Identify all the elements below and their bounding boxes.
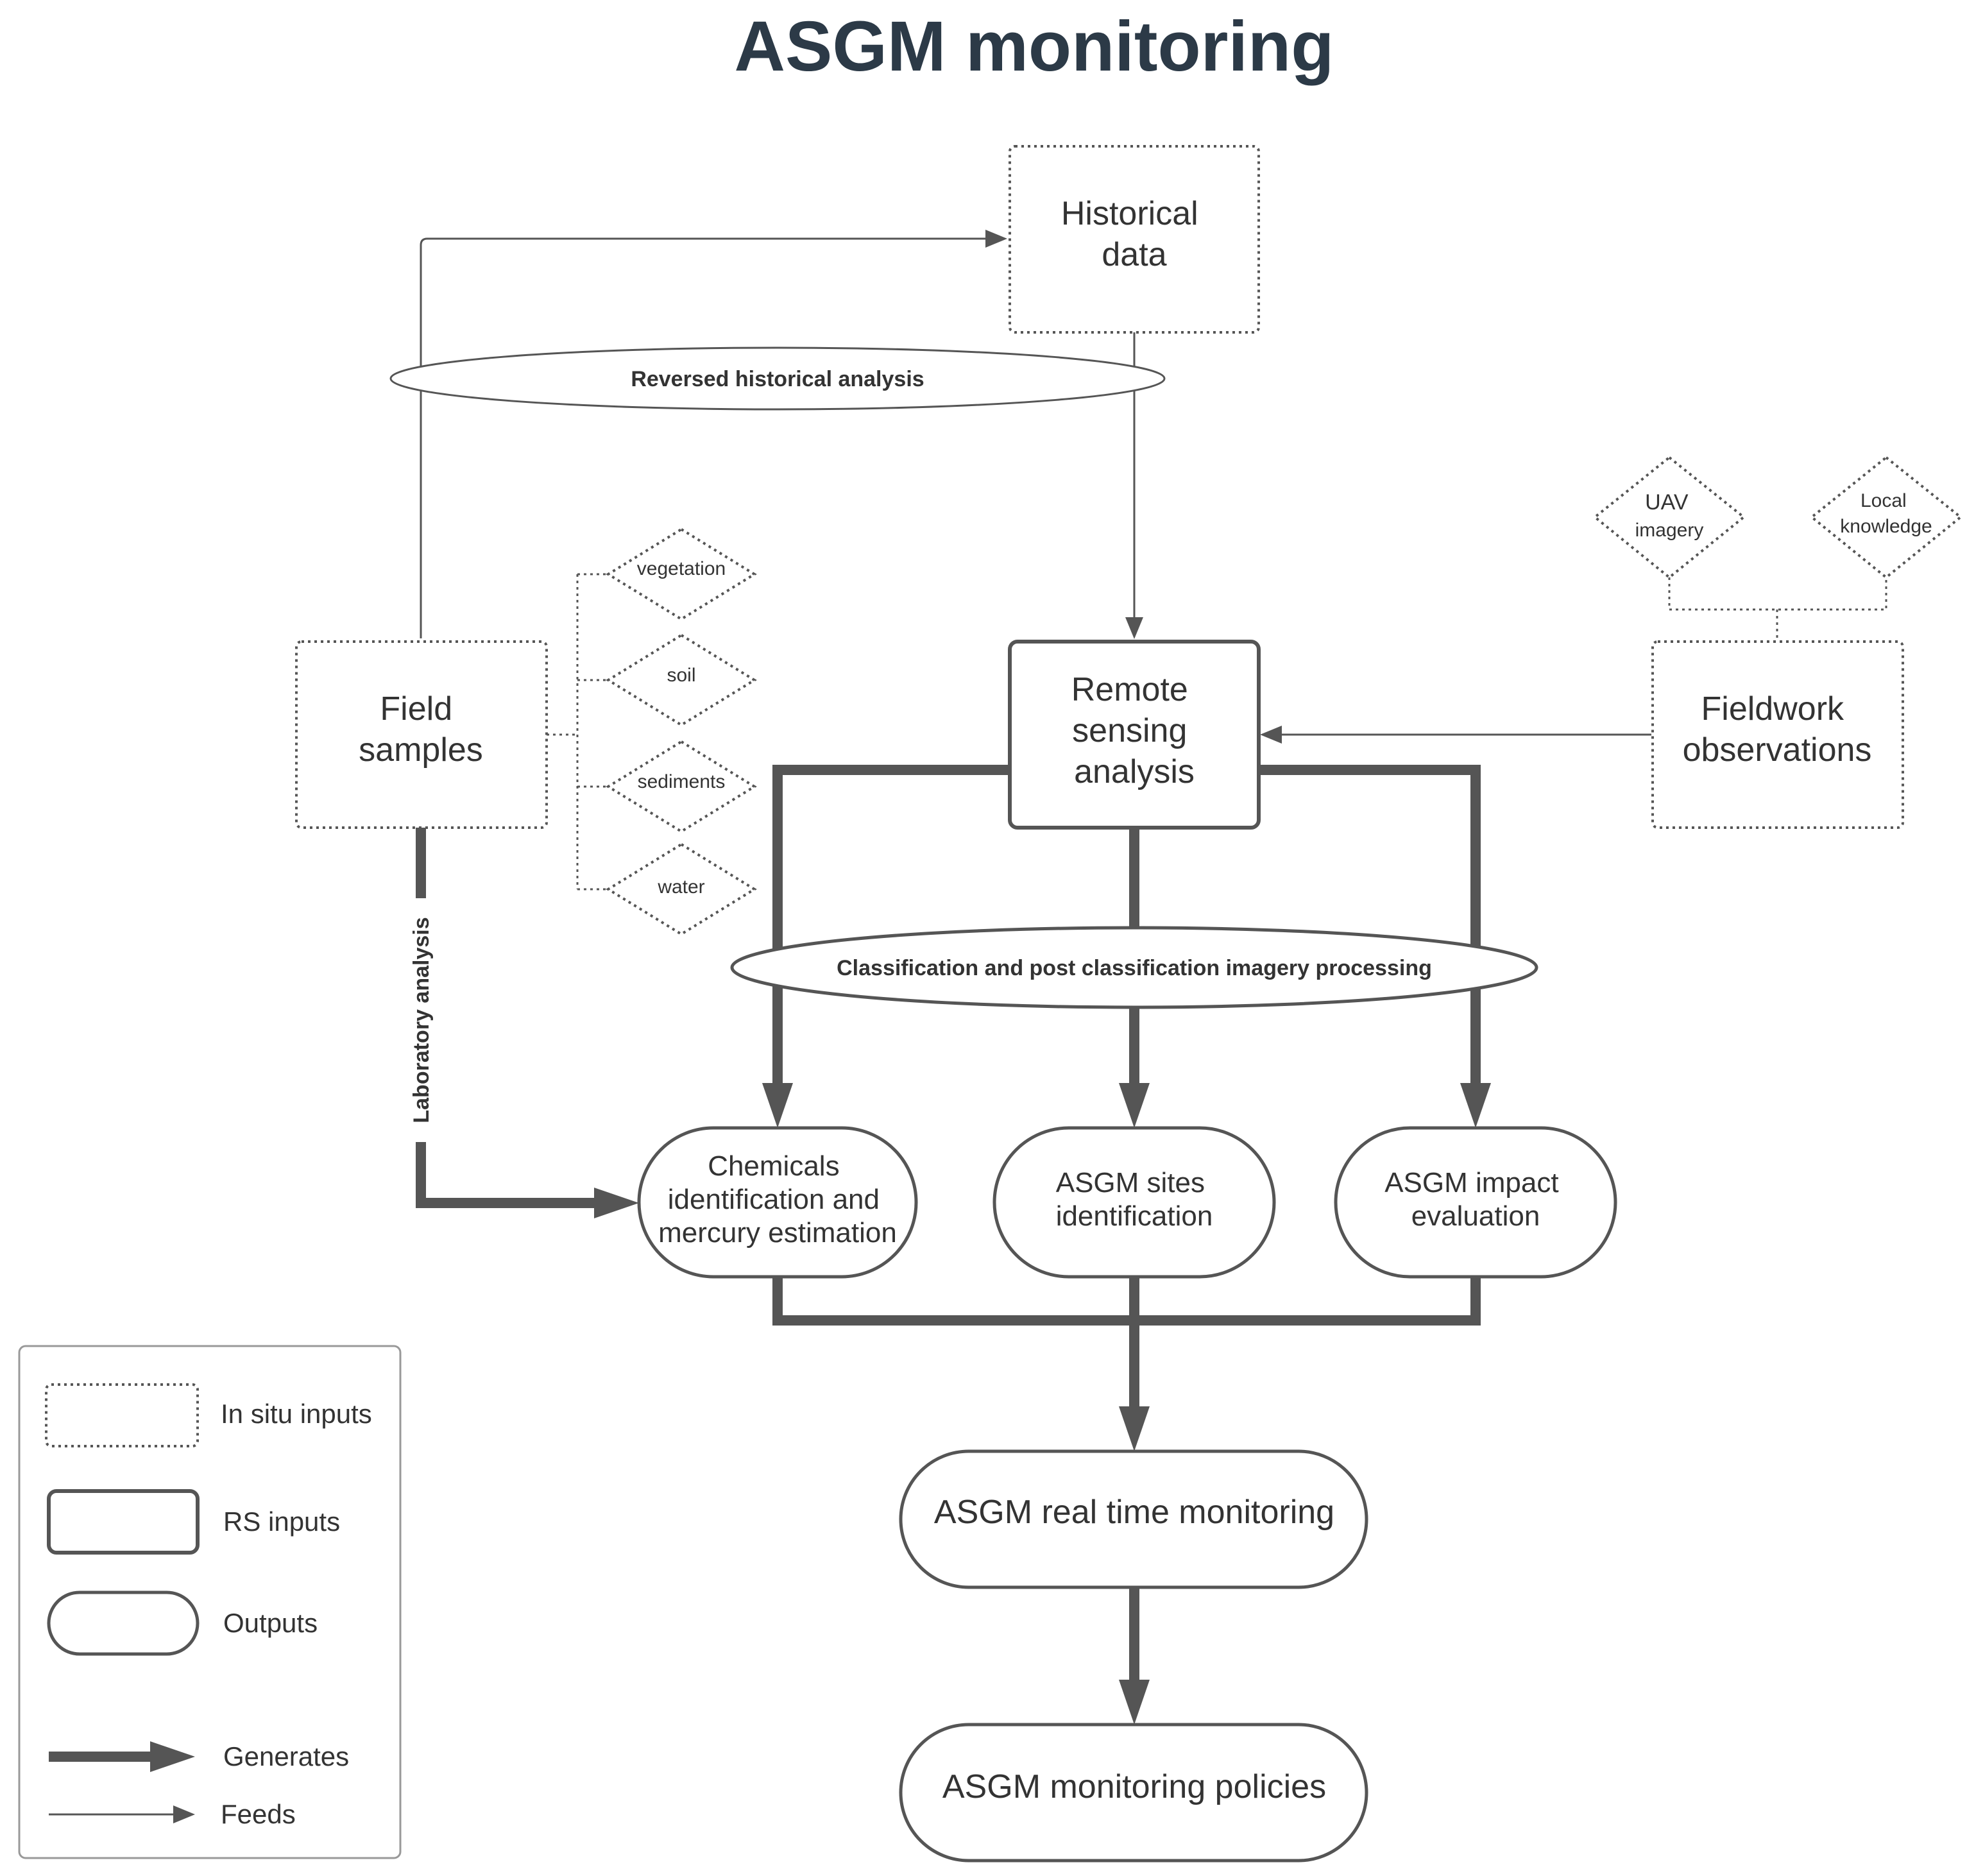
field-samples-box xyxy=(295,640,548,829)
realtime-monitoring-output xyxy=(899,1449,1368,1589)
classification-ellipse xyxy=(730,926,1538,1009)
asgm-sites-output xyxy=(992,1126,1276,1279)
asgm-sites-label: ASGM sites identification xyxy=(1056,1167,1213,1232)
remote-to-impact xyxy=(1259,765,1481,1086)
water-diamond xyxy=(606,842,757,936)
fieldwork-inputs-bracket xyxy=(1668,577,1887,642)
historical-data-label: Historical data xyxy=(1061,195,1207,273)
chemicals-label: Chemicals identification and mercury est… xyxy=(658,1150,897,1249)
remote-sensing-label: Remote sensing analysis xyxy=(1071,671,1198,790)
fieldwork-observations-label: Fieldwork observations xyxy=(1683,690,1872,769)
diagram-title: ASGM monitoring xyxy=(735,7,1334,86)
legend-rs-swatch xyxy=(47,1489,200,1555)
legend: In situ inputs RS inputs Outputs Generat… xyxy=(18,1345,402,1859)
arrowhead-historical xyxy=(985,230,1007,248)
remote-sensing-box xyxy=(1008,640,1261,830)
realtime-monitoring-label: ASGM real time monitoring xyxy=(934,1494,1334,1531)
feed-field-to-historical xyxy=(420,237,996,638)
water-label: water xyxy=(657,876,704,898)
field-to-chemicals xyxy=(416,828,600,1208)
fieldwork-observations-box xyxy=(1651,640,1904,829)
laboratory-analysis-label: Laboratory analysis xyxy=(409,917,434,1123)
samples-bracket xyxy=(547,573,608,891)
chemicals-output xyxy=(637,1126,918,1279)
legend-in-situ-swatch xyxy=(45,1383,199,1447)
monitoring-policies-output xyxy=(899,1723,1368,1863)
sediments-label: sediments xyxy=(638,771,726,792)
legend-frame xyxy=(18,1345,402,1859)
uav-imagery-diamond xyxy=(1592,456,1746,579)
remote-to-chemicals xyxy=(772,765,1010,1086)
reversed-analysis-label: Reversed historical analysis xyxy=(631,367,924,391)
soil-diamond xyxy=(606,633,757,727)
legend-outputs-swatch xyxy=(47,1590,200,1656)
outputs-merge xyxy=(772,1277,1481,1409)
sample-diamonds: vegetation soil sediments water xyxy=(606,527,757,936)
arrowhead-remote-left xyxy=(1260,726,1282,744)
sediments-diamond xyxy=(606,740,757,833)
classification-label: Classification and post classification i… xyxy=(837,956,1432,980)
historical-data-box xyxy=(1009,145,1260,334)
local-knowledge-diamond xyxy=(1809,456,1963,579)
thick-arrowheads xyxy=(594,1083,1491,1725)
legend-feeds-label: Feeds xyxy=(221,1799,296,1829)
legend-in-situ-label: In situ inputs xyxy=(221,1399,372,1429)
legend-rs-label: RS inputs xyxy=(223,1506,340,1537)
field-samples-label: Field samples xyxy=(359,690,483,769)
legend-outputs-label: Outputs xyxy=(223,1608,318,1638)
arrowhead-remote-down xyxy=(1125,617,1143,639)
asgm-impact-output xyxy=(1334,1126,1617,1279)
monitoring-policies-label: ASGM monitoring policies xyxy=(942,1768,1326,1805)
vegetation-diamond xyxy=(606,527,757,621)
reversed-analysis-ellipse xyxy=(389,346,1166,411)
legend-generates-label: Generates xyxy=(223,1741,349,1771)
dotted-connectors xyxy=(547,573,1887,891)
soil-label: soil xyxy=(667,665,695,686)
vegetation-label: vegetation xyxy=(637,558,726,579)
asgm-impact-label: ASGM impact evaluation xyxy=(1384,1167,1567,1232)
uav-imagery-label: UAV imagery xyxy=(1635,490,1704,541)
local-knowledge-label: Local knowledge xyxy=(1840,490,1932,537)
